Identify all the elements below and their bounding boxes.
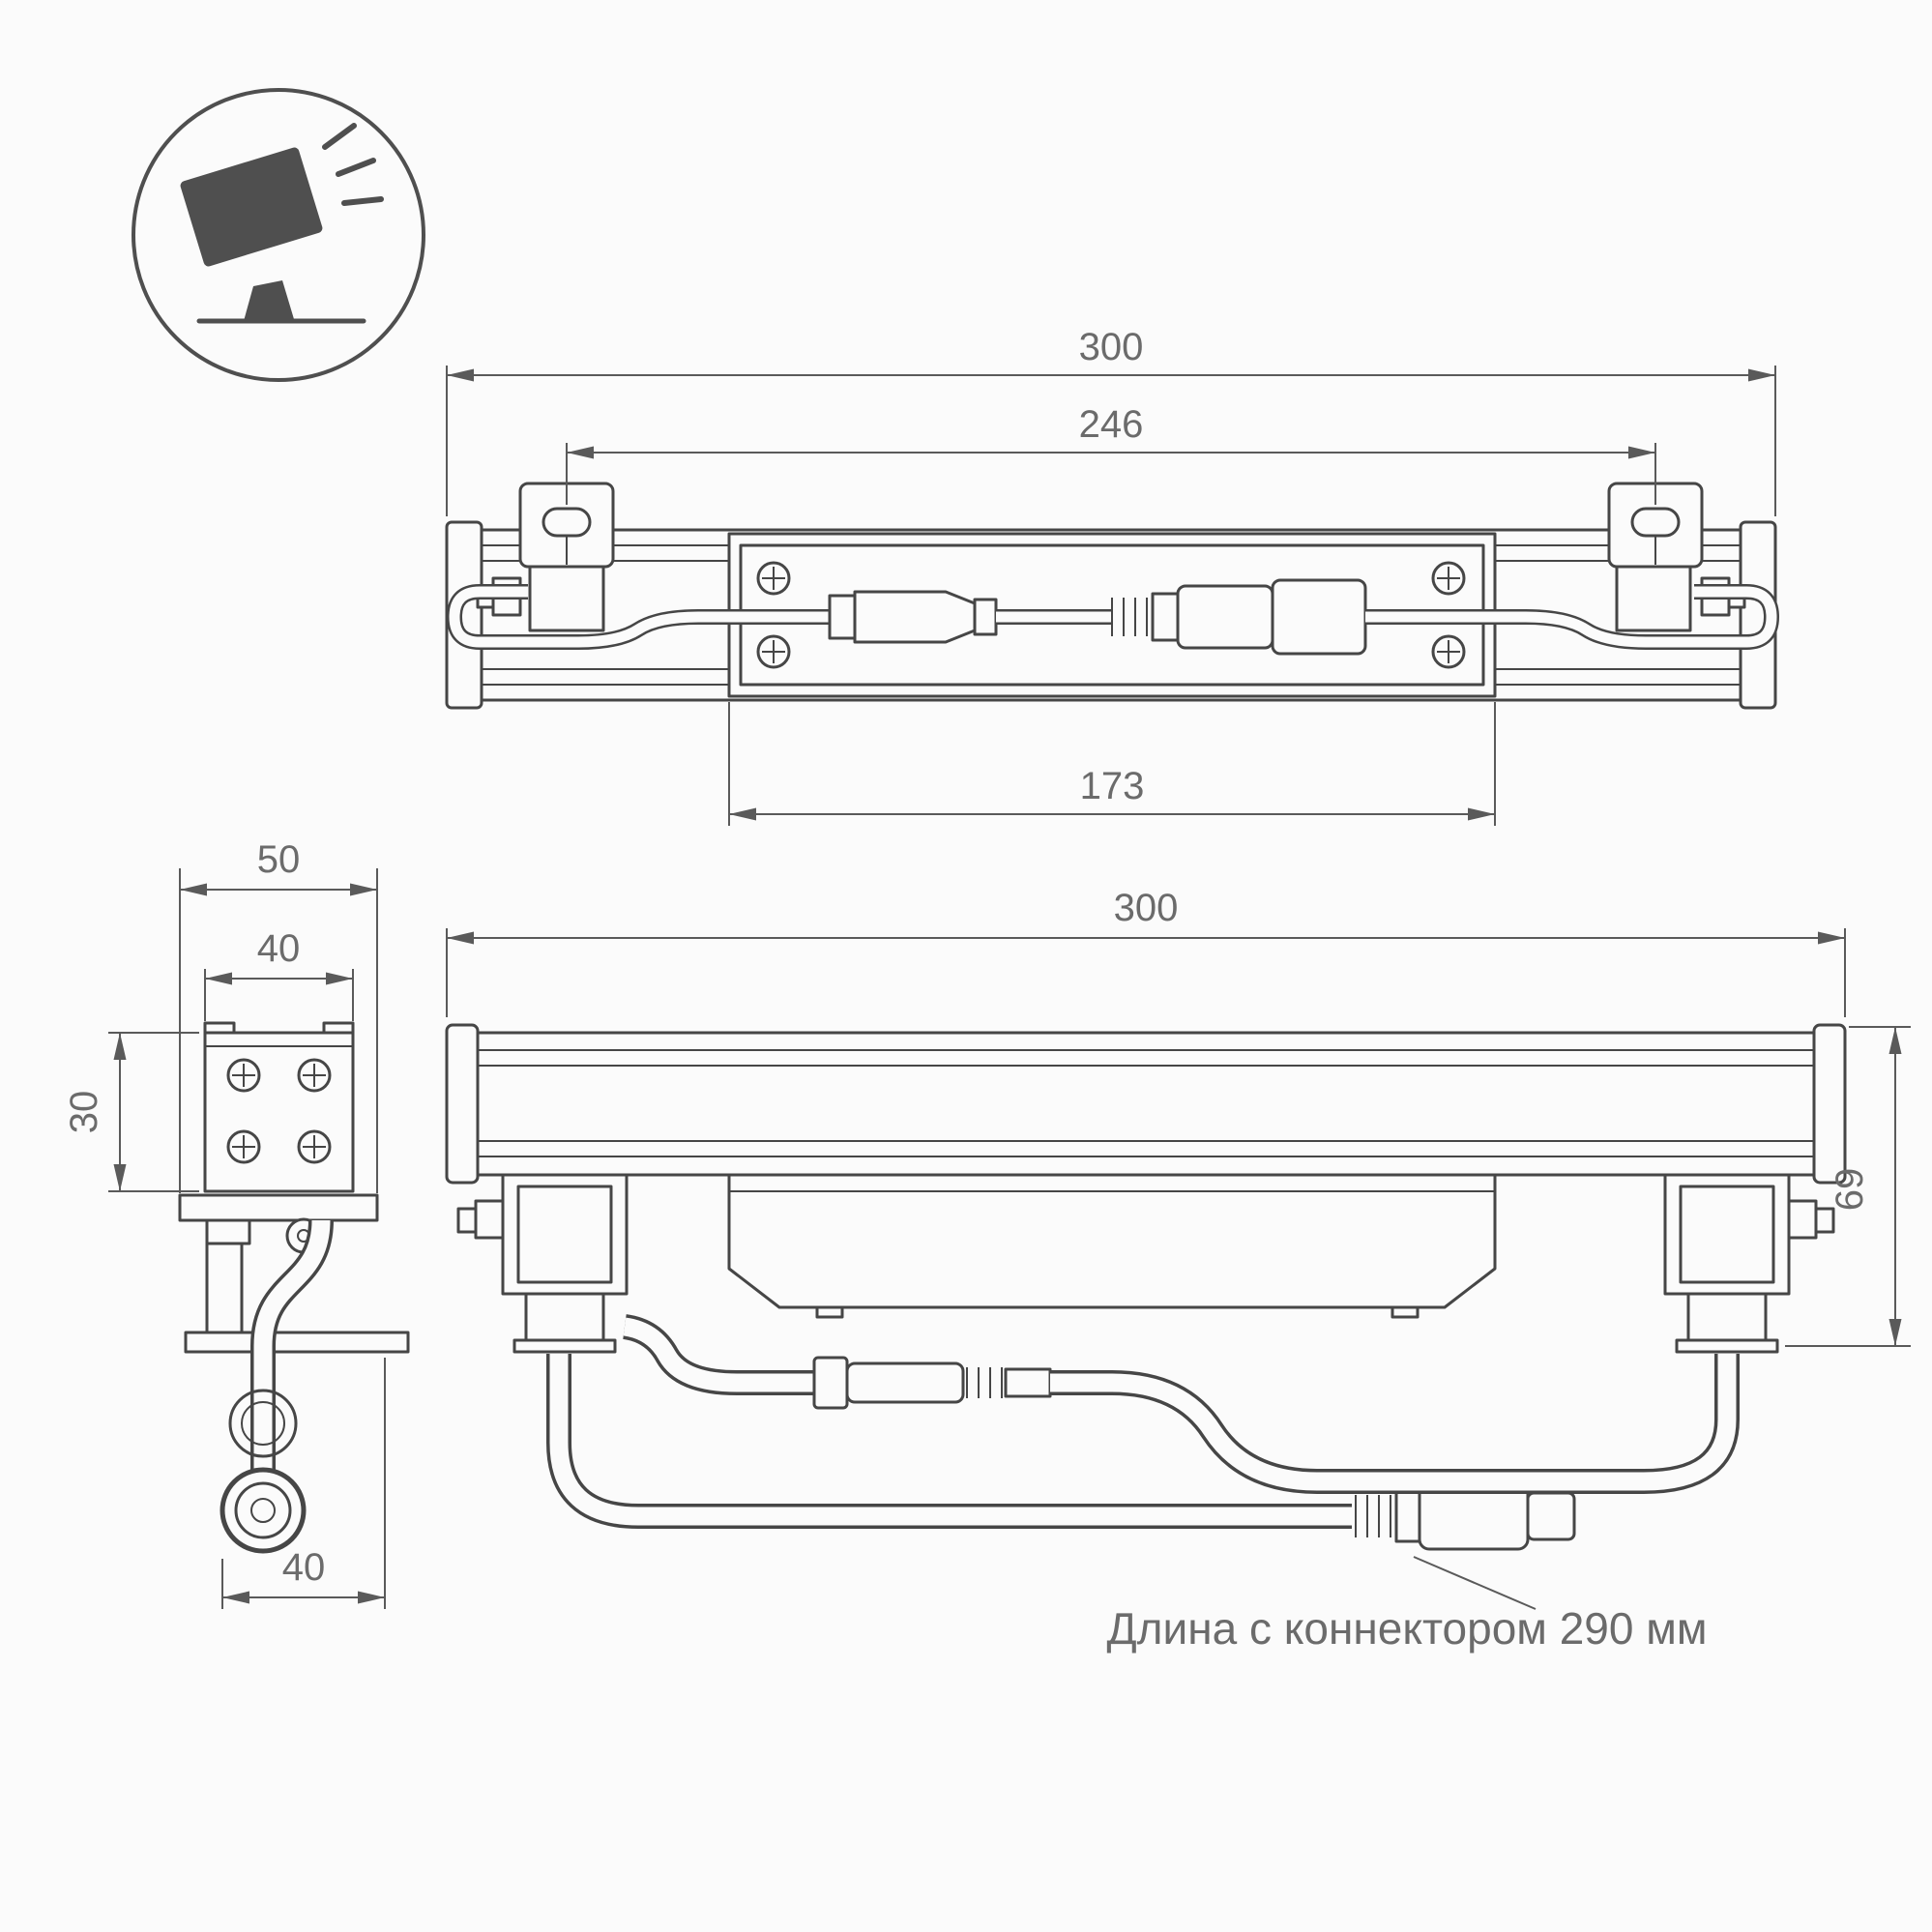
end-connector (220, 1467, 307, 1554)
dim-side-length: 300 (446, 887, 1846, 1017)
side-cable-stub (622, 1314, 814, 1395)
side-bracket-right (1663, 1173, 1835, 1354)
screw-top-left (756, 561, 791, 596)
end-screw-4 (297, 1129, 332, 1164)
dim-top-bracket-span: 246 (566, 403, 1656, 505)
dim-end-body-width: 40 (204, 927, 354, 1021)
side-tail-connector (1355, 1481, 1576, 1551)
screw-bottom-right (1431, 634, 1466, 669)
dim-end-body-height-label: 30 (63, 1091, 105, 1134)
dim-top-overall: 300 (446, 326, 1776, 516)
note-leader-line (1413, 1556, 1537, 1610)
dim-end-bottom: 40 (221, 1358, 386, 1609)
side-bar (476, 1031, 1818, 1177)
dim-end-outer-width-label: 50 (257, 838, 301, 881)
icon-circle (132, 88, 425, 382)
bracket-slot-left (542, 507, 592, 538)
dim-side-length-label: 300 (1114, 887, 1179, 929)
screw-top-right (1431, 561, 1466, 596)
dim-side-height-label: 69 (1829, 1168, 1871, 1212)
end-screw-2 (297, 1058, 332, 1093)
dim-top-module: 173 (728, 702, 1496, 826)
dim-top-bracket-span-label: 246 (1079, 403, 1144, 446)
top-cable-left (446, 584, 830, 650)
top-connector-male (828, 590, 998, 644)
dim-top-overall-label: 300 (1079, 326, 1144, 368)
top-view: 300 246 173 (445, 326, 1780, 826)
end-cable (250, 1219, 334, 1474)
end-screw-3 (226, 1129, 261, 1164)
side-cable-right (1050, 1354, 1740, 1494)
end-view: 50 40 30 40 (63, 838, 410, 1609)
side-end-cap-right (1812, 1023, 1847, 1185)
side-driver-box (727, 1173, 1497, 1319)
bracket-slot-right (1630, 507, 1681, 538)
top-connector-female (1111, 578, 1367, 656)
ground-spotlight-icon (132, 88, 425, 382)
icon-floodlight-stand (244, 280, 294, 321)
side-view: 300 69 Длина с коннектором 290 мм (445, 887, 1911, 1654)
top-end-cap-left (445, 520, 483, 710)
connector-length-note: Длина с коннектором 290 мм (1107, 1603, 1708, 1654)
side-cable-main (546, 1354, 1352, 1529)
side-inline-connector-pair (812, 1356, 1052, 1410)
side-bracket-left (456, 1173, 629, 1354)
end-screw-1 (226, 1058, 261, 1093)
side-end-cap-left (445, 1023, 480, 1185)
end-cable-ring (228, 1389, 298, 1458)
icon-light-rays (322, 123, 384, 206)
screw-bottom-left (756, 634, 791, 669)
dim-top-module-label: 173 (1080, 765, 1145, 807)
top-cable-right (1365, 584, 1780, 650)
side-bar-profile-lines (478, 1049, 1814, 1157)
end-body (203, 1031, 355, 1193)
dim-end-bottom-label: 40 (282, 1546, 326, 1589)
dim-end-body-height: 30 (63, 1032, 199, 1192)
dim-end-outer-width: 50 (179, 838, 378, 1193)
end-bracket (178, 1193, 410, 1354)
dim-side-height: 69 (1785, 1026, 1911, 1347)
icon-floodlight-body (180, 147, 323, 267)
dim-end-body-width-label: 40 (257, 927, 301, 970)
